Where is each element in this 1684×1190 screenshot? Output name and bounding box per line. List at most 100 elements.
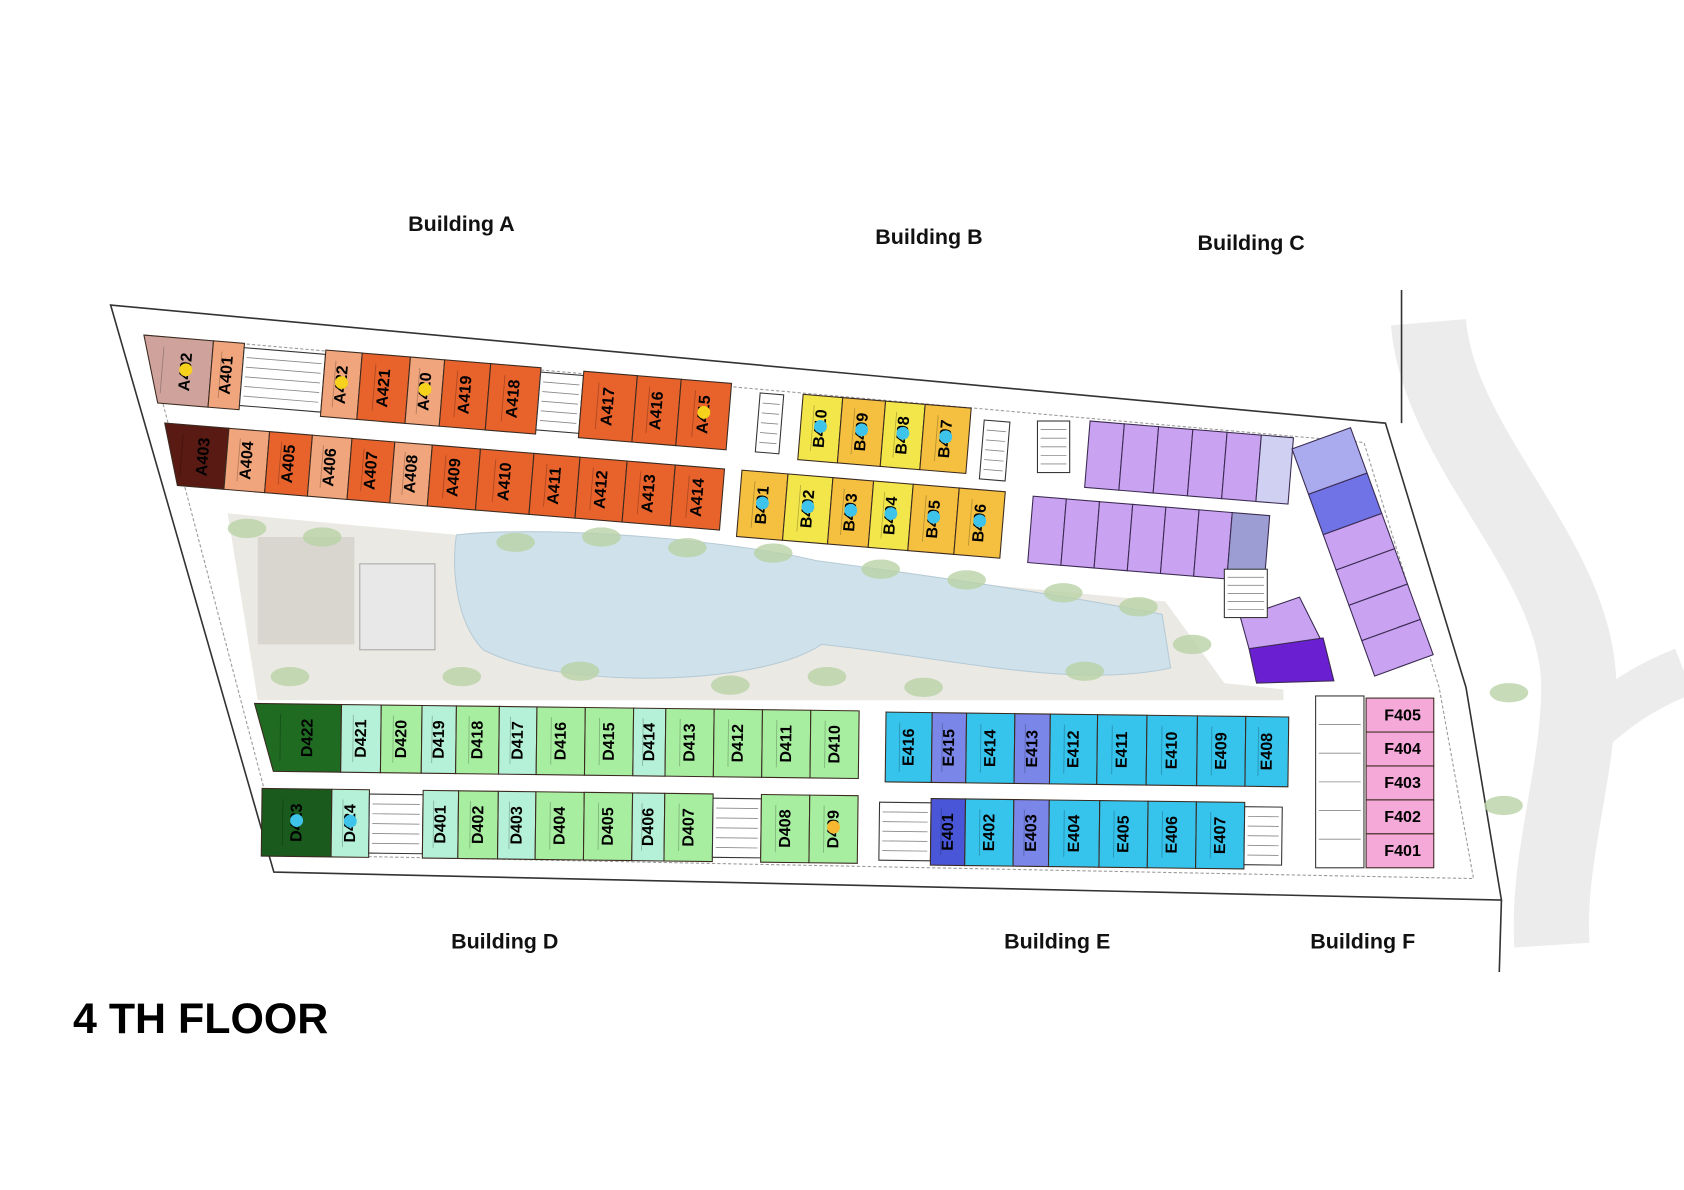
- unit-label: D420: [392, 720, 410, 759]
- interior-wall: [589, 467, 594, 511]
- unit-label: E413: [1023, 730, 1041, 768]
- unit-label: A418: [503, 379, 524, 419]
- unit-label: E404: [1065, 815, 1083, 853]
- interior-wall: [1063, 724, 1065, 774]
- stair-line: [542, 391, 579, 395]
- unit-E406: E406: [1146, 800, 1197, 869]
- stair-line: [541, 400, 578, 405]
- interior-wall: [392, 715, 394, 763]
- unit-label: F401: [1384, 842, 1421, 860]
- unit-label: D410: [825, 725, 843, 764]
- unit-B409: B409: [836, 397, 887, 468]
- unit-label: D403: [507, 806, 525, 845]
- unit-E403: E403: [1012, 799, 1050, 868]
- unit-D410: D410: [809, 709, 860, 780]
- unit-label: A421: [373, 368, 394, 408]
- unit-D411: D411: [761, 709, 812, 779]
- unit-D412: D412: [712, 708, 764, 778]
- unit-D418: D418: [455, 705, 500, 775]
- stair-line: [715, 827, 758, 829]
- unit-D420: D420: [379, 704, 423, 774]
- unit-label: A405: [278, 444, 299, 484]
- unit-E402: E402: [964, 798, 1015, 867]
- building-c-label: Building C: [1197, 231, 1304, 255]
- tree: [904, 677, 943, 698]
- unit-A416: A416: [631, 375, 682, 447]
- unit-A404: A404: [223, 427, 271, 494]
- interior-wall: [469, 801, 471, 849]
- stair-line: [882, 850, 928, 852]
- interior-wall: [824, 720, 826, 768]
- interior-wall: [1113, 810, 1115, 858]
- interior-wall: [679, 718, 681, 767]
- unit-shape: [1244, 715, 1290, 788]
- interior-wall: [641, 803, 643, 851]
- unit-label: E412: [1064, 730, 1082, 768]
- unit-label: A409: [443, 458, 464, 498]
- unit-D414: D414: [632, 707, 667, 777]
- stair-line: [882, 830, 928, 833]
- interior-wall: [880, 491, 886, 539]
- interior-wall: [468, 716, 470, 764]
- unit-label: D417: [509, 721, 527, 760]
- unit-c: [1361, 618, 1434, 677]
- stair-line: [372, 823, 420, 825]
- availability-dot: [335, 376, 348, 390]
- stair-line: [760, 432, 778, 435]
- availability-dot: [973, 514, 987, 528]
- interior-wall: [645, 386, 651, 434]
- unit-shape: [1365, 765, 1435, 801]
- unit-D419: D419: [420, 704, 457, 775]
- interior-wall: [415, 367, 421, 415]
- unit-B410: B410: [797, 393, 844, 464]
- unit-E412: E412: [1048, 713, 1099, 785]
- road: [1390, 317, 1617, 948]
- interior-wall: [550, 717, 552, 765]
- interior-wall: [594, 382, 600, 430]
- interior-wall: [1161, 811, 1163, 858]
- unit-c: [1118, 423, 1160, 494]
- unit-label: E415: [940, 729, 958, 767]
- building-d-label: Building D: [451, 929, 558, 953]
- stair-line: [244, 386, 320, 394]
- interior-wall: [685, 475, 690, 519]
- building-a-label: Building A: [408, 212, 515, 236]
- unit-A401: A401: [207, 340, 246, 411]
- unit-E416: E416: [884, 711, 933, 783]
- building-A: A402A401A422A421A420A419A418A417A416A415…: [143, 334, 733, 531]
- unit-label: E403: [1022, 814, 1040, 852]
- interior-wall: [823, 805, 825, 853]
- interior-wall: [642, 718, 644, 766]
- unit-label: A408: [401, 454, 422, 494]
- unit-B405: B405: [907, 483, 960, 555]
- stair-line: [882, 811, 928, 813]
- tree: [1119, 597, 1158, 617]
- interior-wall: [1257, 727, 1259, 776]
- unit-label: D415: [600, 722, 618, 761]
- unit-shape: [663, 792, 714, 863]
- interior-wall: [1210, 726, 1213, 776]
- unit-label: F405: [1384, 706, 1421, 724]
- interior-wall: [1160, 725, 1163, 775]
- stair-line: [243, 395, 319, 403]
- unit-D422: D422: [253, 702, 343, 773]
- interior-wall: [319, 445, 324, 489]
- interior-wall: [431, 715, 433, 764]
- unit-E413: E413: [1013, 713, 1051, 785]
- unit-label: D414: [640, 723, 658, 762]
- interior-wall: [691, 390, 696, 437]
- unit-A405: A405: [264, 431, 313, 497]
- stair-line: [715, 837, 758, 839]
- unit-A412: A412: [574, 456, 628, 523]
- interior-wall: [1063, 810, 1065, 857]
- unit-E414: E414: [965, 712, 1016, 784]
- unit-label: A401: [216, 355, 237, 395]
- availability-dot: [844, 503, 858, 517]
- unit-D407: D407: [663, 792, 714, 863]
- stair-line: [372, 842, 420, 845]
- unit-F404: F404: [1365, 731, 1435, 767]
- stair-line: [245, 366, 321, 374]
- interior-wall: [279, 713, 281, 762]
